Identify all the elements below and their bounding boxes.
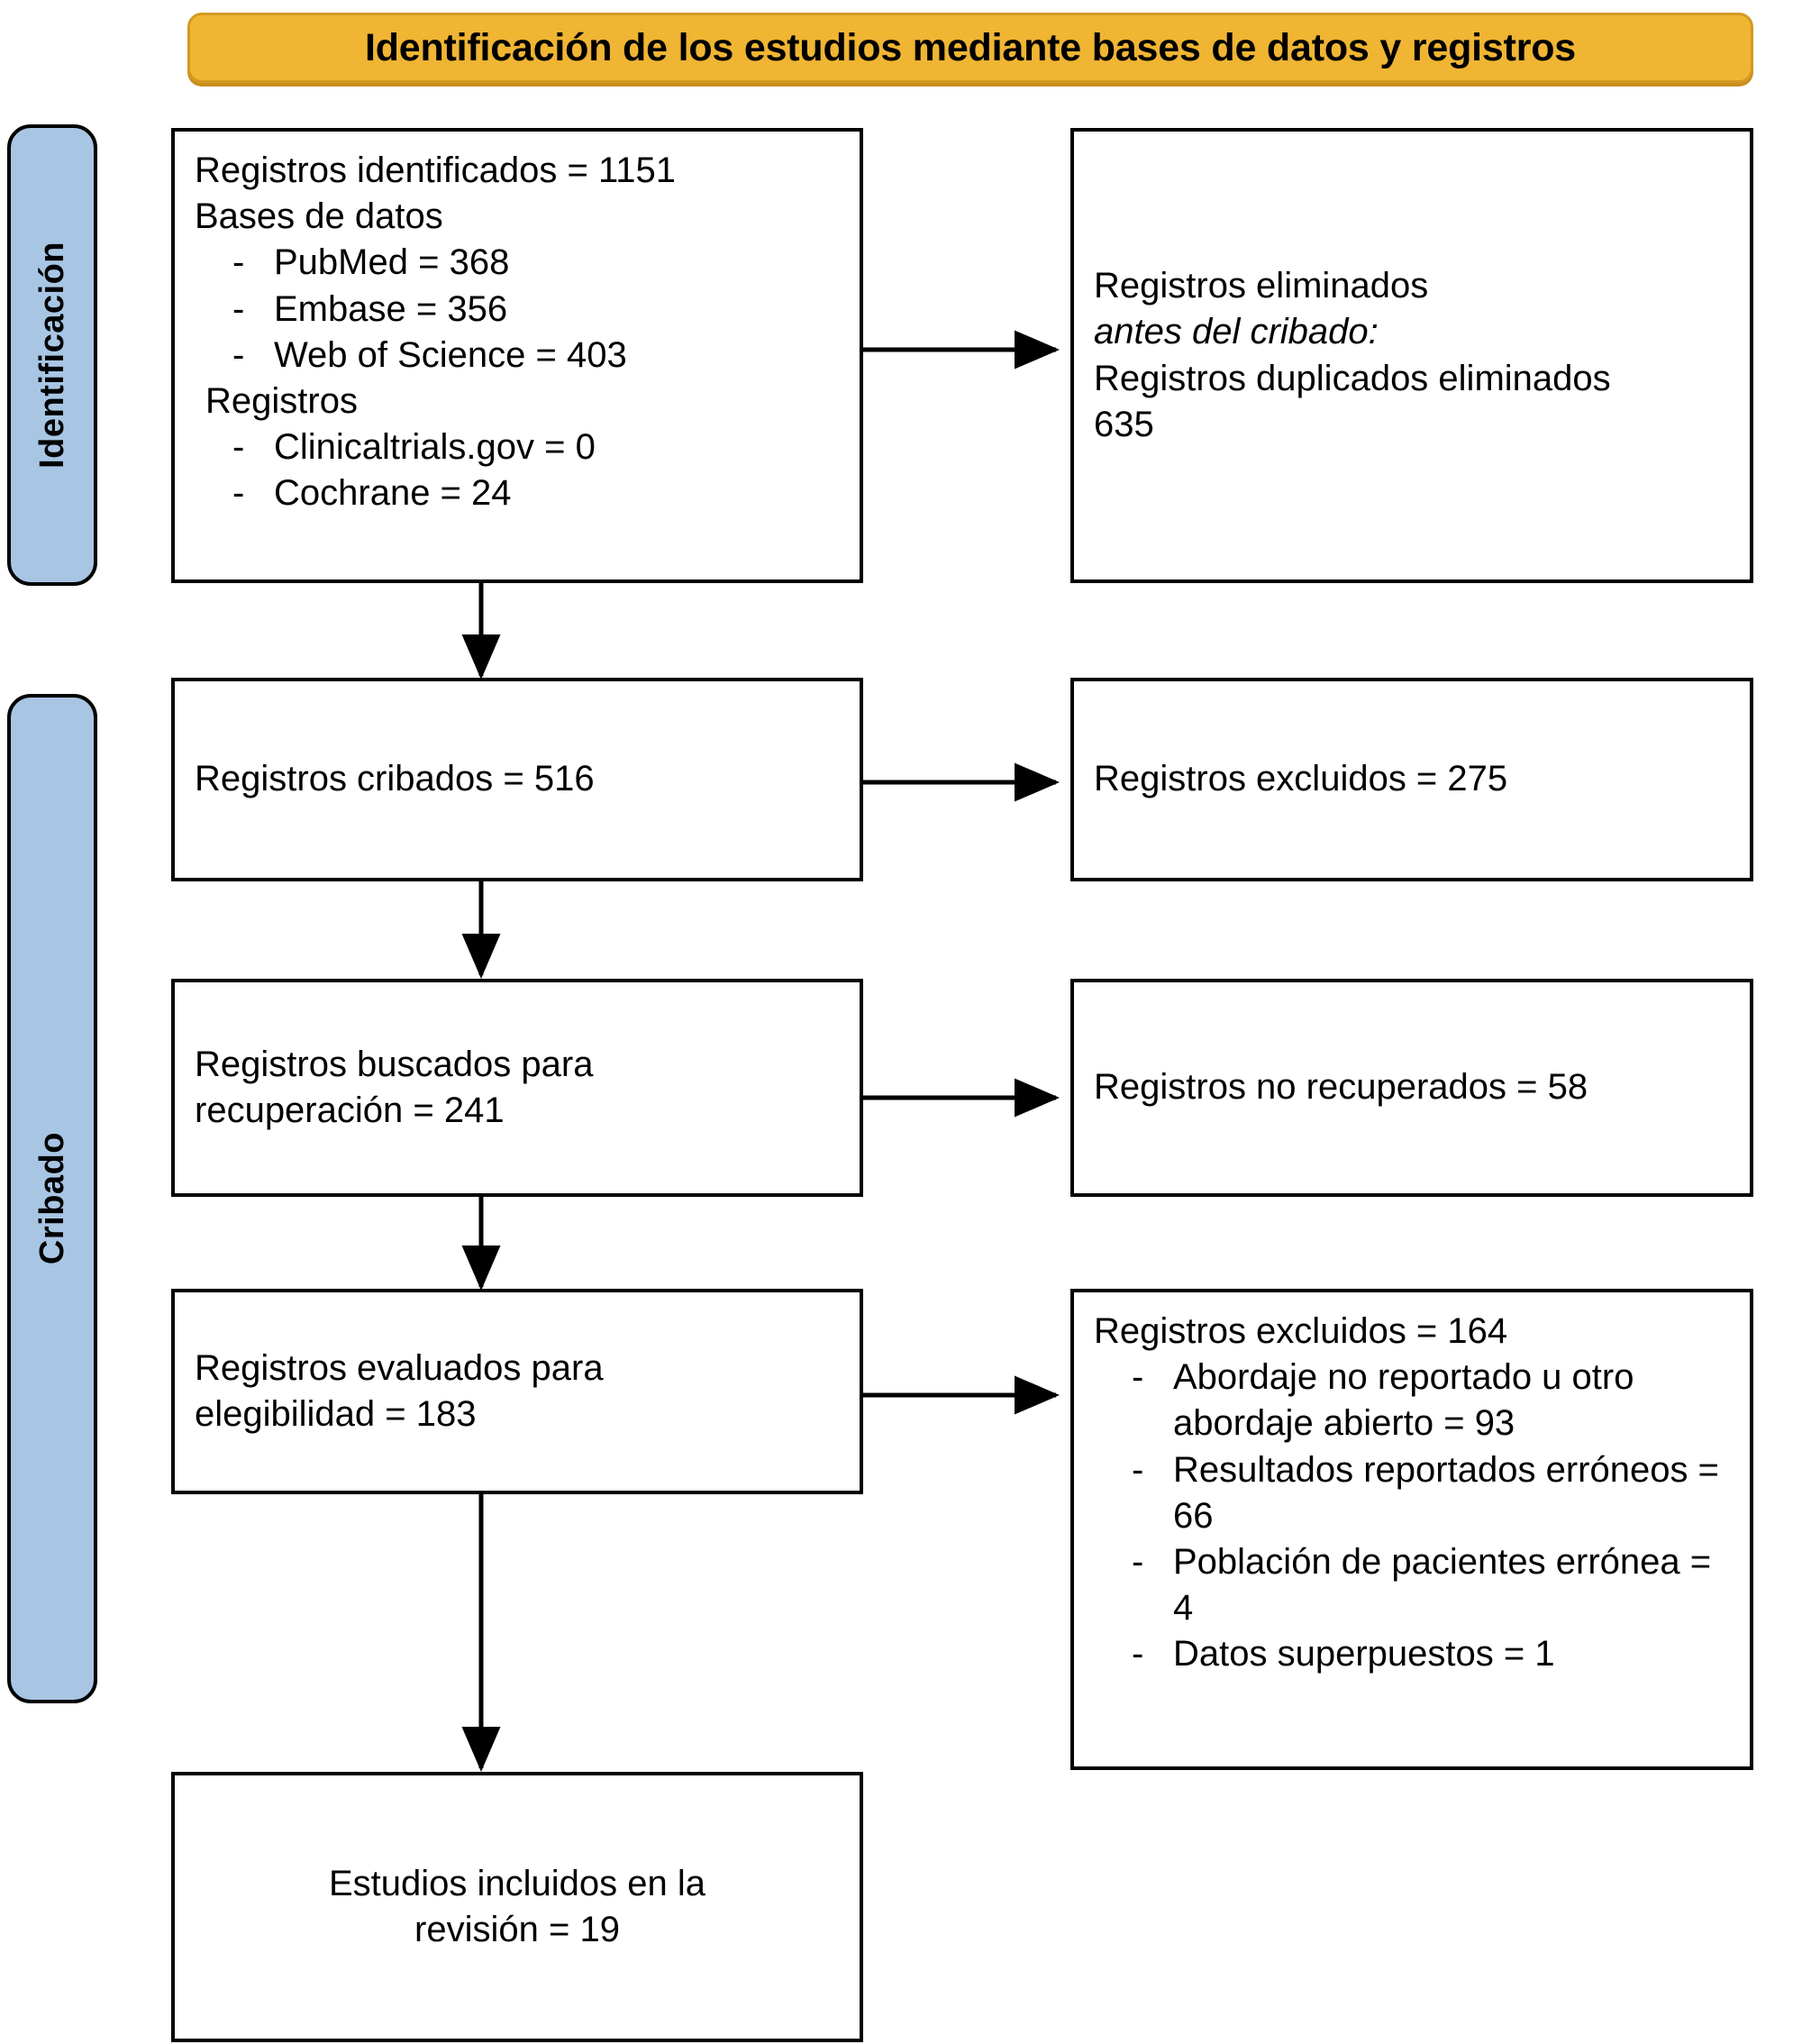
- list-item: - Abordaje no reportado u otro abordaje …: [1094, 1355, 1730, 1446]
- records-not-retrieved-text: Registros no recuperados = 58: [1094, 1067, 1588, 1108]
- database-pubmed: PubMed = 368: [274, 242, 510, 283]
- registry-clinicaltrials: Clinicaltrials.gov = 0: [274, 427, 596, 468]
- records-identified-databases-label: Bases de datos: [195, 196, 443, 237]
- diagram-title: Identificación de los estudios mediante …: [364, 25, 1577, 69]
- database-embase: Embase = 356: [274, 288, 508, 329]
- list-item: - PubMed = 368: [195, 240, 840, 286]
- bullet-dash: -: [1132, 1449, 1144, 1490]
- list-item: - Web of Science = 403: [195, 333, 840, 379]
- reason-wrong-population: Población de pacientes errónea = 4: [1173, 1541, 1712, 1629]
- box-records-excluded-eligibility: Registros excluidos = 164 - Abordaje no …: [1070, 1289, 1753, 1770]
- database-web-of-science: Web of Science = 403: [274, 334, 627, 375]
- box-records-sought-for-retrieval: Registros buscados para recuperación = 2…: [171, 979, 863, 1197]
- studies-included-line1: Estudios incluidos en la: [328, 1863, 706, 1903]
- bullet-dash: -: [1132, 1541, 1144, 1582]
- records-sought-line1: Registros buscados para: [195, 1044, 594, 1084]
- list-item: - Resultados reportados erróneos = 66: [1094, 1447, 1730, 1539]
- records-removed-duplicates-label: Registros duplicados eliminados: [1094, 358, 1611, 398]
- records-removed-subtitle: antes del cribado:: [1094, 312, 1379, 352]
- records-removed-duplicates-count: 635: [1094, 404, 1154, 444]
- box-records-removed-before-screening: Registros eliminados antes del cribado: …: [1070, 128, 1753, 583]
- list-item: - Embase = 356: [195, 287, 840, 333]
- records-identified-registries-label: Registros: [205, 380, 358, 421]
- studies-included-line2: revisión = 19: [414, 1910, 620, 1949]
- bullet-dash: -: [232, 334, 245, 375]
- registry-cochrane: Cochrane = 24: [274, 473, 512, 514]
- records-excluded-eligibility-reason-list: - Abordaje no reportado u otro abordaje …: [1094, 1355, 1730, 1677]
- bullet-dash: -: [232, 427, 245, 468]
- records-screened-text: Registros cribados = 516: [195, 759, 595, 799]
- reason-approach-not-reported: Abordaje no reportado u otro abordaje ab…: [1173, 1357, 1634, 1444]
- list-item: - Cochrane = 24: [195, 470, 840, 516]
- box-records-not-retrieved: Registros no recuperados = 58: [1070, 979, 1753, 1197]
- records-sought-line2: recuperación = 241: [195, 1090, 505, 1130]
- bullet-dash: -: [232, 473, 245, 514]
- records-identified-database-list: - PubMed = 368 - Embase = 356 - Web of S…: [195, 240, 840, 379]
- stage-label-cribado-text: Cribado: [32, 1132, 71, 1265]
- bullet-dash: -: [232, 288, 245, 329]
- list-item: - Clinicaltrials.gov = 0: [195, 424, 840, 470]
- records-identified-total: Registros identificados = 1151: [195, 151, 677, 190]
- bullet-dash: -: [232, 242, 245, 283]
- bullet-dash: -: [1132, 1634, 1144, 1674]
- list-item: - Datos superpuestos = 1: [1094, 1631, 1730, 1677]
- records-assessed-line1: Registros evaluados para: [195, 1347, 604, 1388]
- reason-wrong-outcomes: Resultados reportados erróneos = 66: [1173, 1449, 1719, 1536]
- box-records-assessed-for-eligibility: Registros evaluados para elegibilidad = …: [171, 1289, 863, 1494]
- bullet-dash: -: [1132, 1357, 1144, 1398]
- records-assessed-line2: elegibilidad = 183: [195, 1394, 477, 1434]
- box-records-excluded-screening: Registros excluidos = 275: [1070, 678, 1753, 881]
- diagram-title-banner: Identificación de los estudios mediante …: [187, 13, 1753, 83]
- records-identified-registry-list: - Clinicaltrials.gov = 0 - Cochrane = 24: [195, 424, 840, 516]
- stage-label-cribado: Cribado: [7, 694, 97, 1703]
- stage-label-identificacion-text: Identificación: [32, 242, 71, 469]
- reason-overlapping-data: Datos superpuestos = 1: [1173, 1634, 1555, 1674]
- records-excluded-screening-text: Registros excluidos = 275: [1094, 759, 1508, 799]
- stage-label-identificacion: Identificación: [7, 124, 97, 586]
- box-studies-included: Estudios incluidos en la revisión = 19: [171, 1772, 863, 2042]
- records-removed-title: Registros eliminados: [1094, 266, 1429, 306]
- box-records-identified: Registros identificados = 1151 Bases de …: [171, 128, 863, 583]
- list-item: - Población de pacientes errónea = 4: [1094, 1539, 1730, 1631]
- box-records-screened: Registros cribados = 516: [171, 678, 863, 881]
- records-excluded-eligibility-total: Registros excluidos = 164: [1094, 1311, 1508, 1351]
